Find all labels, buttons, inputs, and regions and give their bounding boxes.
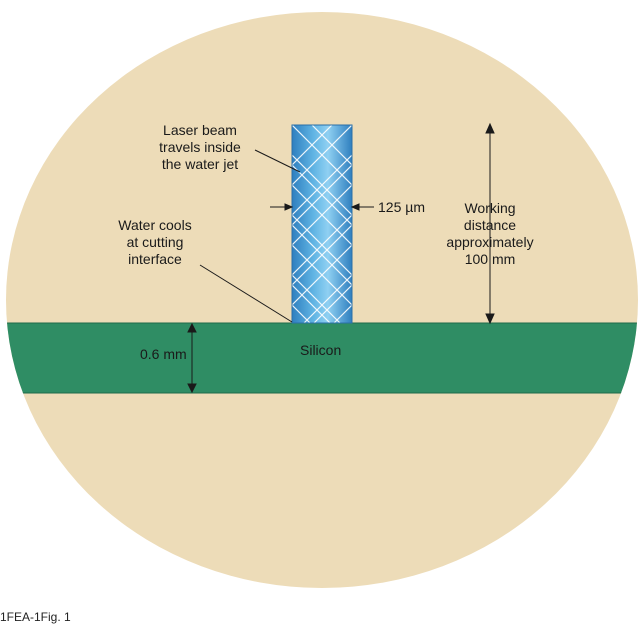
water-cools-label: Water cools at cutting interface bbox=[100, 217, 210, 268]
jet-width-indicator bbox=[270, 203, 374, 211]
working-distance-line-3: approximately bbox=[446, 234, 534, 250]
water-jet bbox=[292, 125, 352, 323]
silicon-layer bbox=[6, 323, 638, 393]
thickness-arrow bbox=[187, 322, 197, 394]
silicon-label: Silicon bbox=[300, 342, 342, 358]
water-cools-line-2: at cutting bbox=[126, 234, 184, 250]
working-distance-line-4: 100 mm bbox=[464, 251, 516, 267]
laser-beam-line-2: travels inside bbox=[159, 139, 241, 155]
jet-width-label: 125 µm bbox=[378, 199, 425, 215]
laser-beam-line-1: Laser beam bbox=[163, 122, 237, 138]
water-cools-line-3: interface bbox=[128, 251, 182, 267]
water-cools-leader bbox=[199, 264, 293, 323]
thickness-label: 0.6 mm bbox=[140, 346, 187, 362]
laser-beam-label: Laser beam travels inside the water jet bbox=[140, 122, 260, 173]
figure-caption: 1FEA-1Fig. 1 bbox=[0, 610, 71, 624]
laser-beam-reflections bbox=[292, 125, 352, 323]
working-distance-line-1: Working bbox=[464, 200, 516, 216]
laser-beam-line-3: the water jet bbox=[161, 156, 239, 172]
working-distance-label: Working distance approximately 100 mm bbox=[425, 200, 555, 268]
working-distance-line-2: distance bbox=[463, 217, 517, 233]
working-distance-arrow bbox=[485, 122, 495, 325]
water-cools-line-1: Water cools bbox=[118, 217, 192, 233]
laser-beam-leader bbox=[254, 149, 301, 173]
